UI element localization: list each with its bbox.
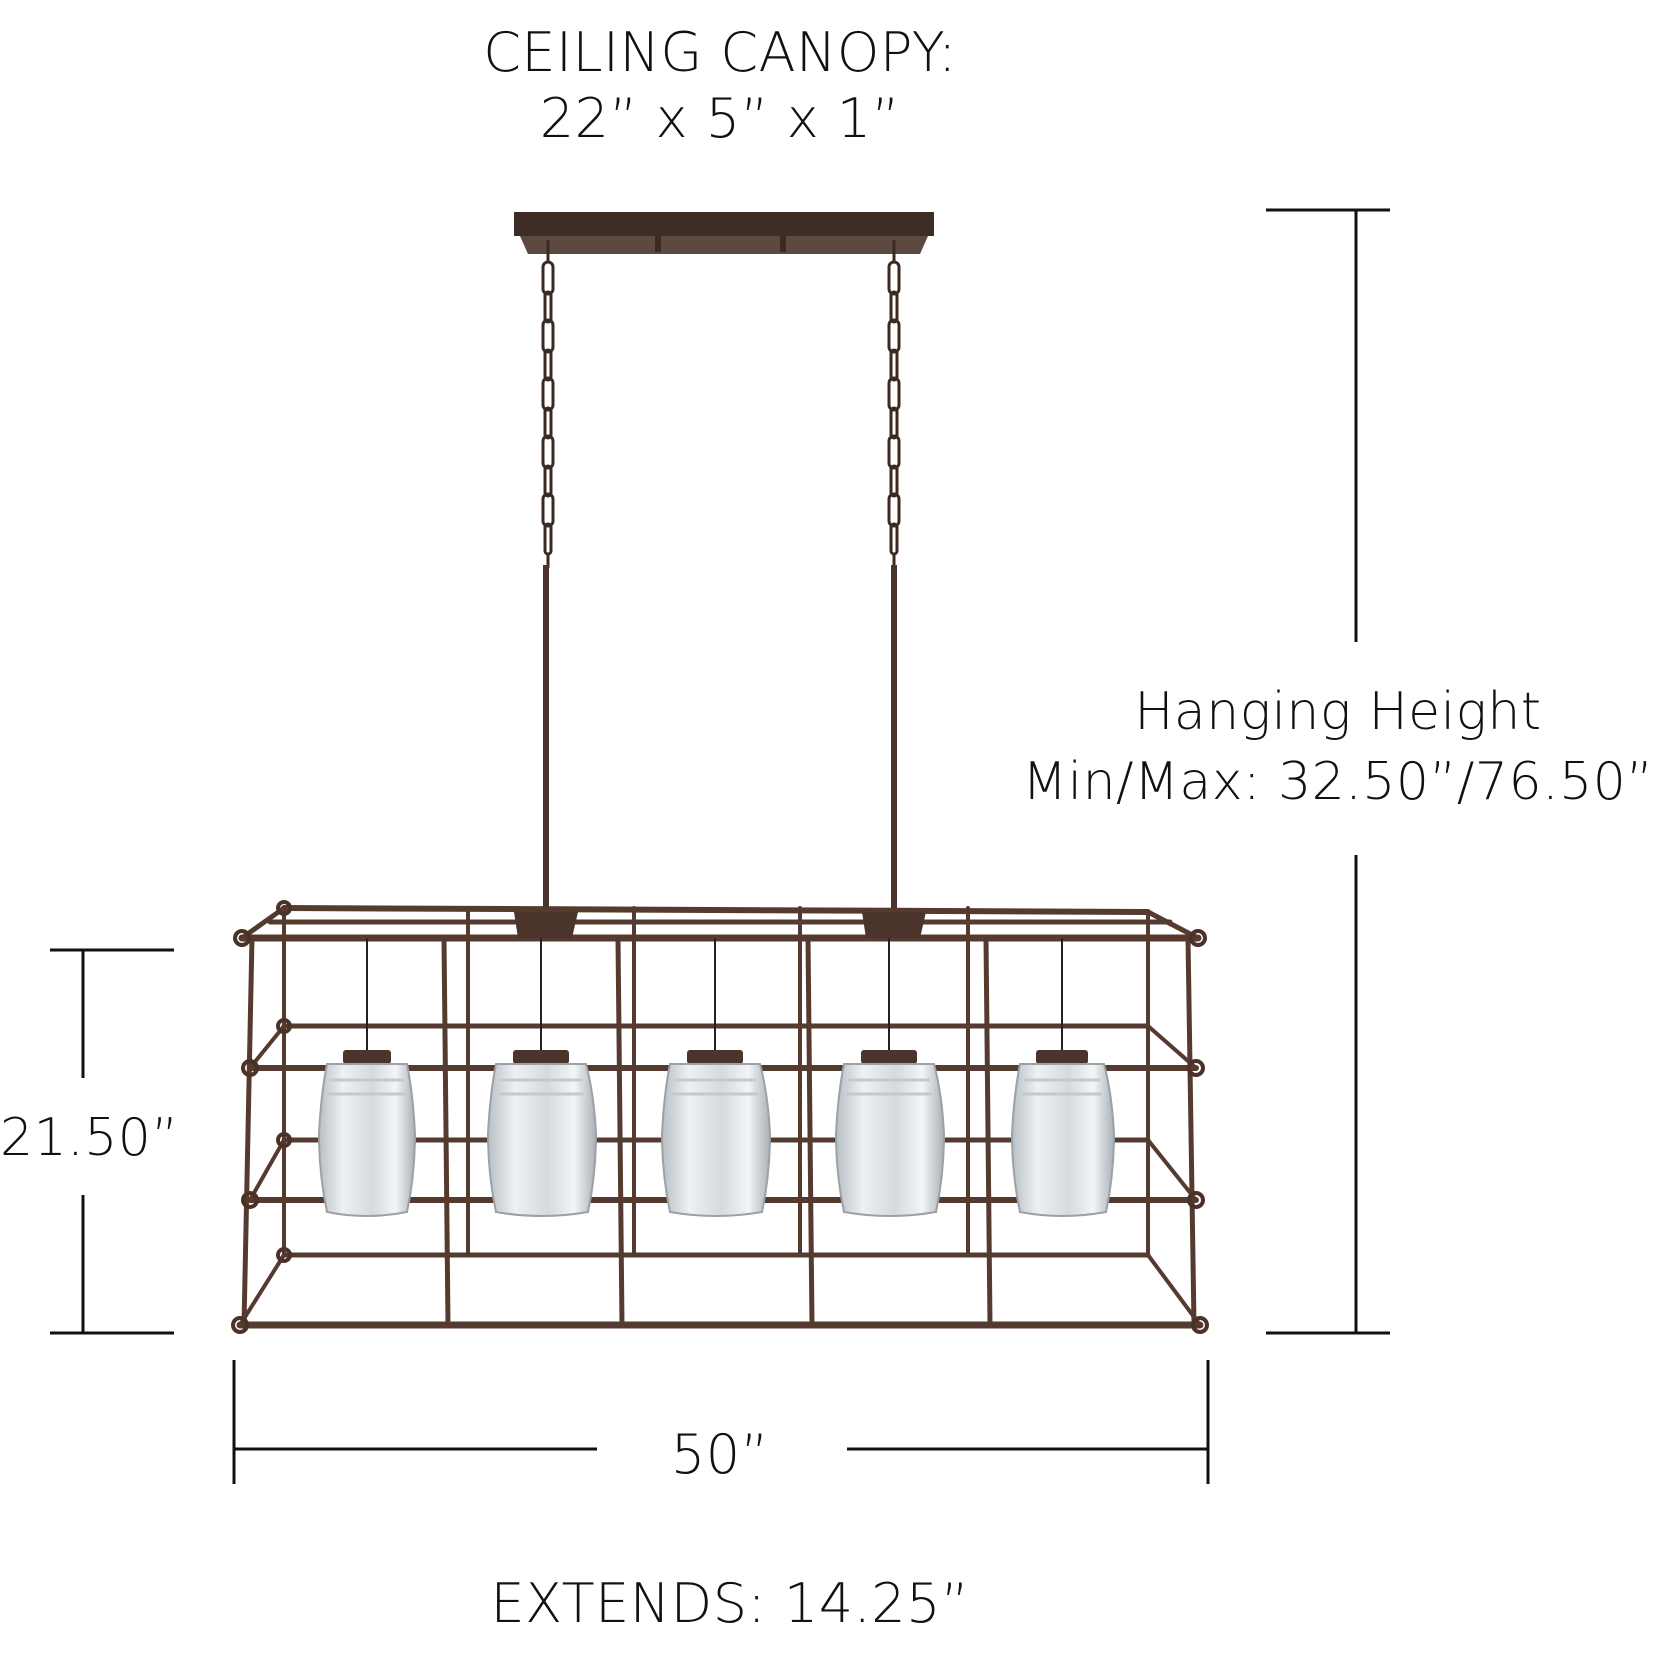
pendant-3 [660, 938, 772, 1217]
extends-label: EXTENDS: 14.25” [490, 1572, 970, 1635]
hanging-height-title: Hanging Height [1134, 682, 1542, 742]
hanging-height-dimension [1266, 208, 1390, 1335]
chain-right [887, 240, 901, 568]
rod-mounts [514, 912, 926, 938]
pendant-2 [486, 938, 598, 1217]
fixture-height-dimension [50, 948, 174, 1335]
fixture-width-dimension [232, 1360, 1210, 1484]
pendant-5 [1010, 938, 1116, 1217]
chain-left [541, 240, 555, 568]
hanging-height-value: Min/Max: 32.50”/76.50” [1022, 752, 1654, 812]
cage-joints [231, 900, 1209, 1334]
ceiling-canopy [514, 212, 934, 254]
pendant-1 [317, 938, 417, 1217]
pendant-lights [317, 938, 1116, 1217]
dimension-lines [50, 208, 1390, 1484]
fixture-height-label: 21.50” [0, 1108, 179, 1168]
canopy-title: CEILING CANOPY: [483, 21, 957, 84]
pendant-4 [834, 938, 946, 1217]
fixture-width-label: 50” [670, 1423, 770, 1486]
down-rods [543, 565, 897, 912]
canopy-dimensions: 22” x 5” x 1” [539, 87, 901, 150]
